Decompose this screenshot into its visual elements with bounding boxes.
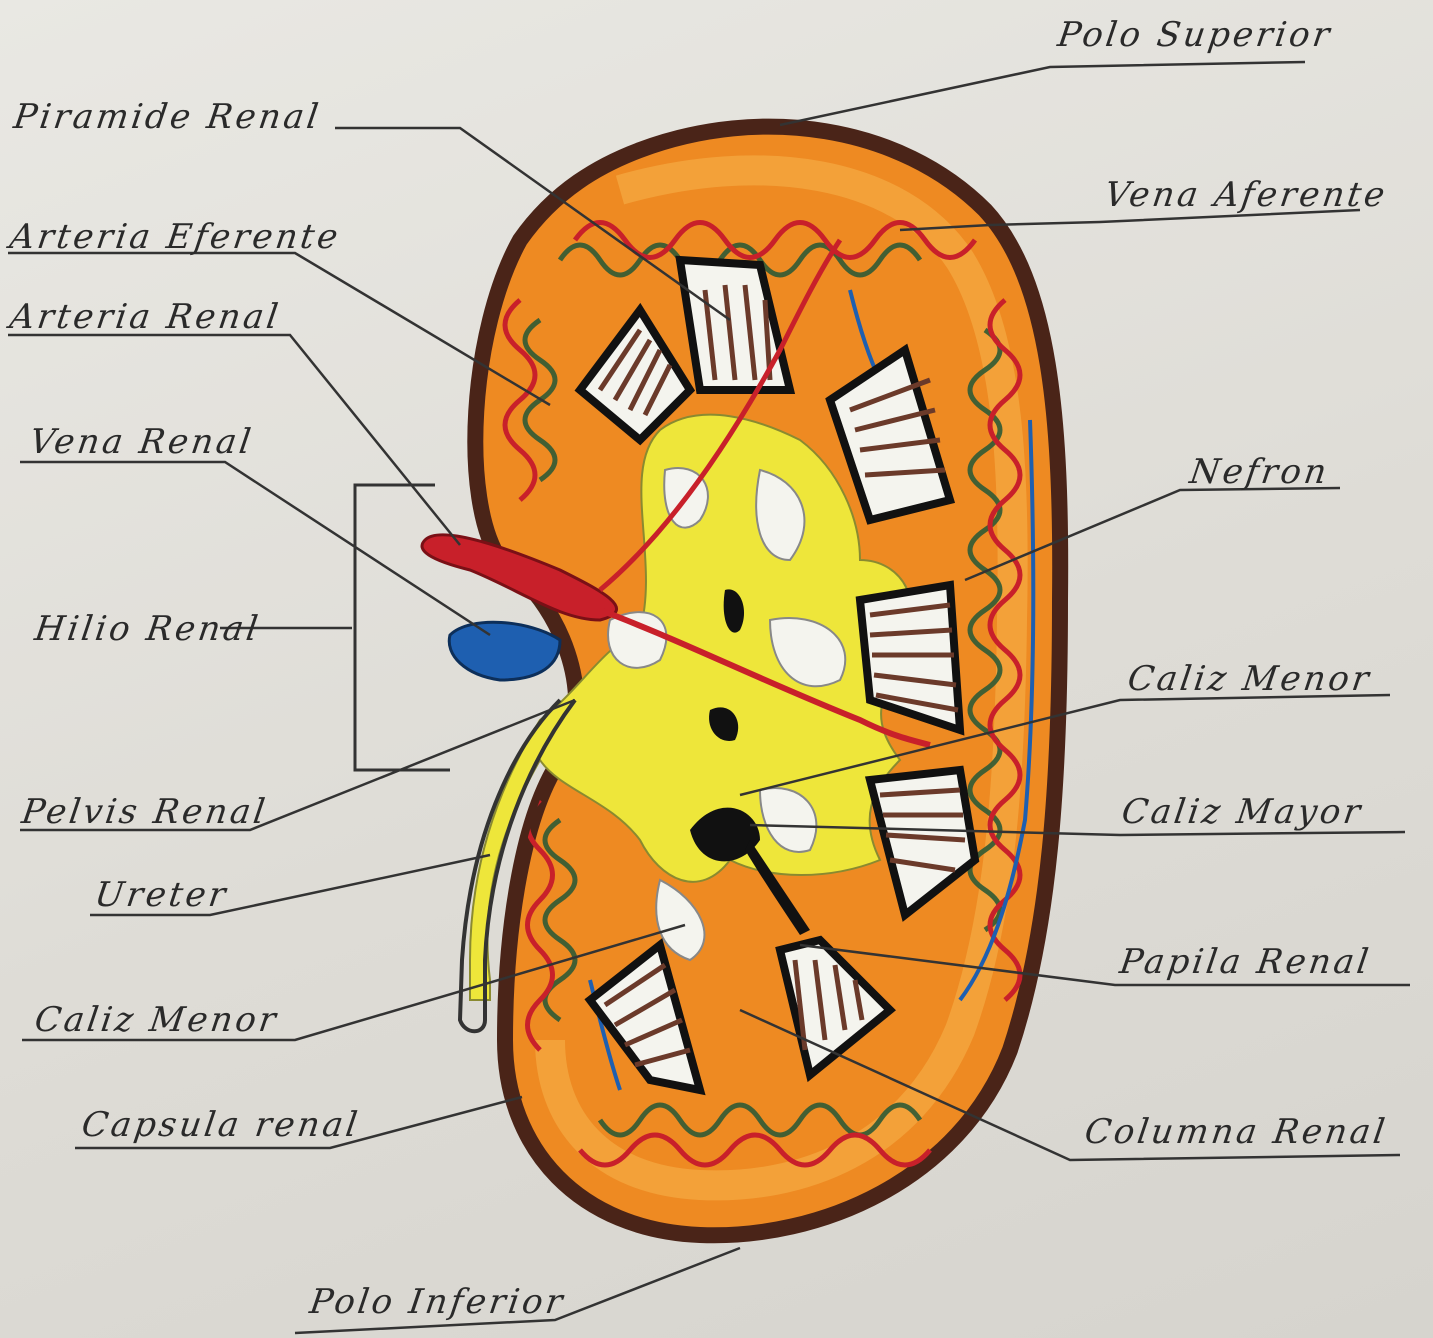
label-hilio-renal: Hilio Renal [33, 612, 263, 646]
label-vena-aferente: Vena Aferente [1103, 178, 1390, 212]
label-capsula-renal: Capsula renal [80, 1108, 363, 1142]
hilio-bracket [355, 485, 450, 770]
label-piramide-renal: Piramide Renal [12, 100, 324, 134]
label-ureter: Ureter [93, 878, 231, 912]
label-arteria-eferente: Arteria Eferente [8, 220, 343, 254]
label-vena-renal: Vena Renal [28, 425, 256, 459]
label-caliz-mayor: Caliz Mayor [1120, 795, 1366, 829]
label-caliz-menor-right: Caliz Menor [1126, 662, 1374, 696]
label-caliz-menor-left: Caliz Menor [33, 1003, 281, 1037]
label-polo-inferior: Polo Inferior [308, 1285, 568, 1319]
label-pelvis-renal: Pelvis Renal [20, 795, 270, 829]
label-columna-renal: Columna Renal [1083, 1115, 1390, 1149]
label-polo-superior: Polo Superior [1056, 18, 1335, 52]
renal-vein-shape [449, 622, 560, 680]
label-papila-renal: Papila Renal [1118, 945, 1374, 979]
line-polo-superior [780, 62, 1305, 125]
label-arteria-renal: Arteria Renal [8, 300, 283, 334]
label-nefron: Nefron [1188, 455, 1332, 489]
